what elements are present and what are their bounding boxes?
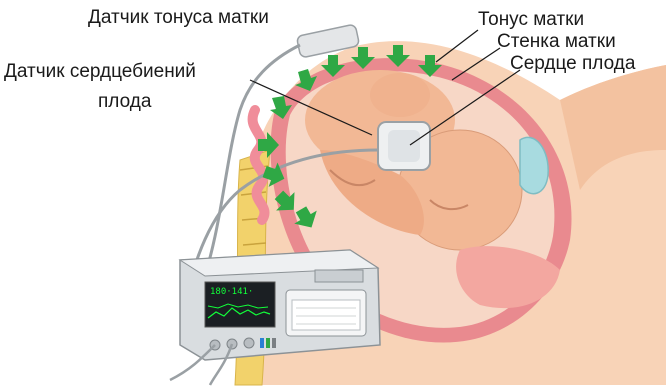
- fetal-heart-sensor-label-line1: Датчик сердцебиений: [4, 62, 196, 81]
- uterine-tone-label: Тонус матки: [478, 10, 584, 29]
- uterine-wall-label: Стенка матки: [497, 32, 616, 51]
- uterine-tone-sensor-label: Датчик тонуса матки: [88, 8, 269, 27]
- fetal-heart-sensor-label-line2: плода: [98, 92, 151, 111]
- monitor-screen-readout: 180·141·: [210, 287, 253, 297]
- paper-roll: [292, 300, 360, 330]
- fetal-heart-label: Сердце плода: [510, 54, 635, 73]
